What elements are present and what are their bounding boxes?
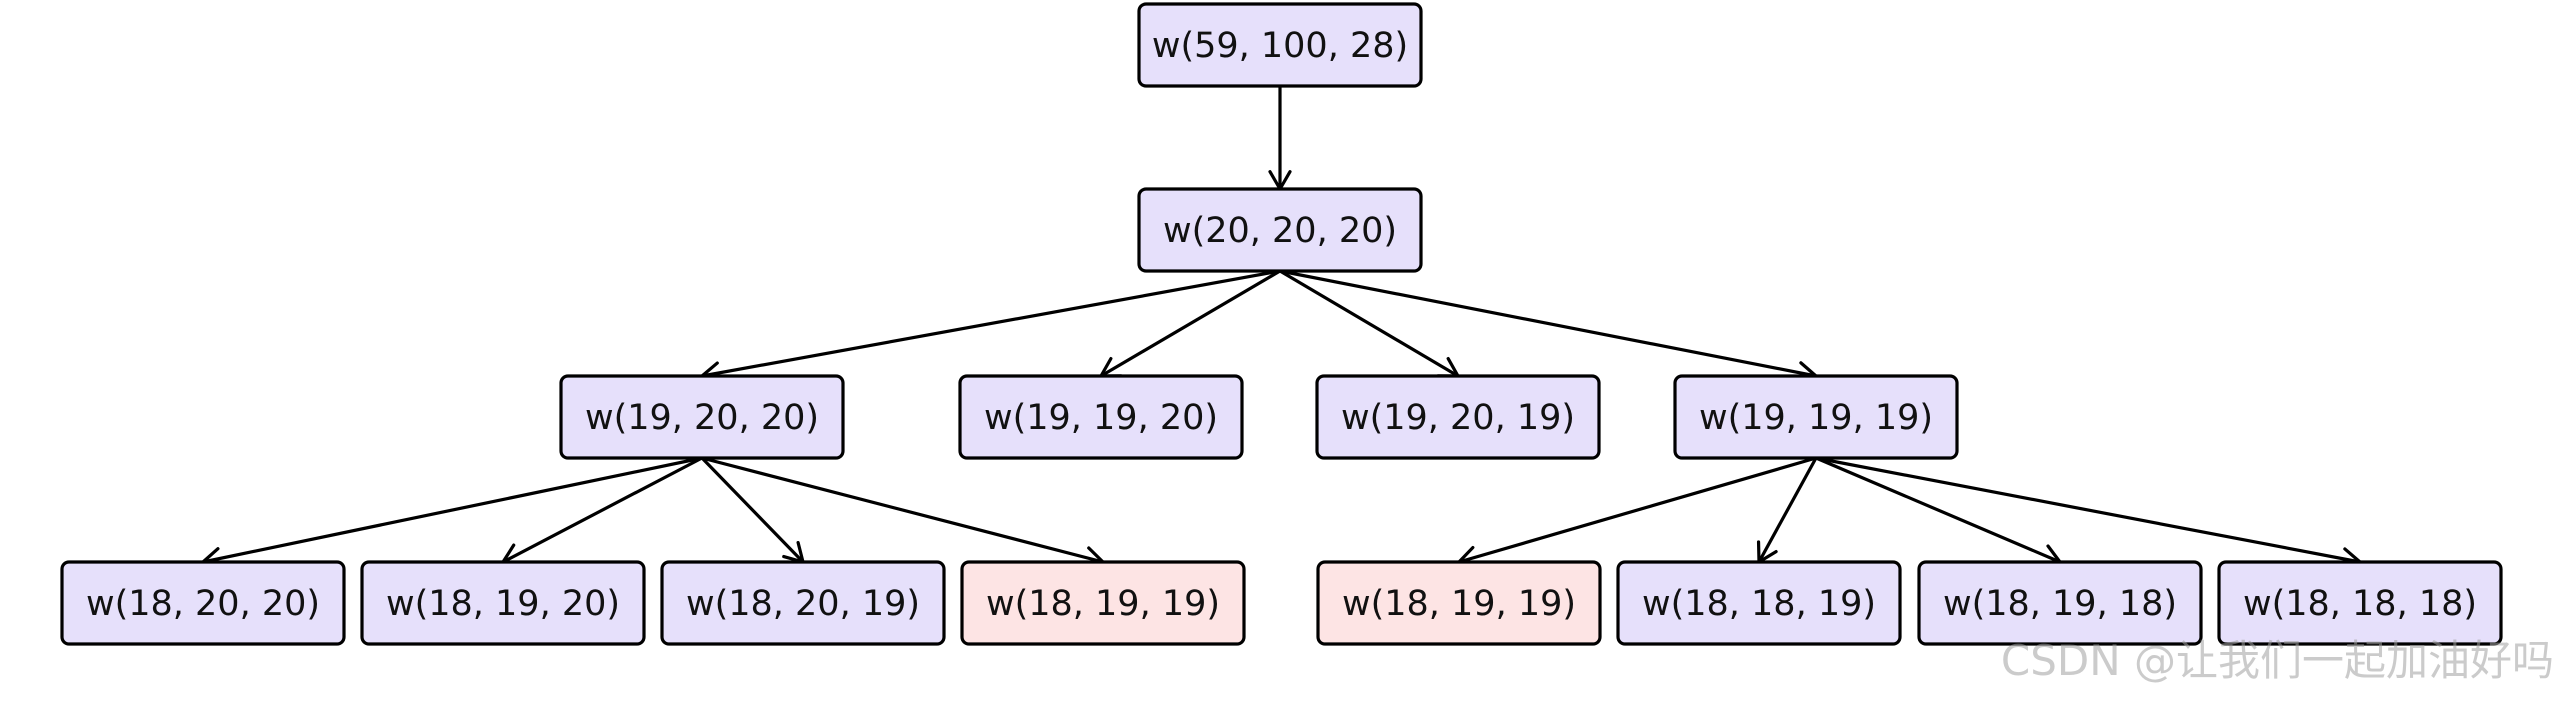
edge-root-n1 — [1268, 86, 1292, 191]
node-box — [1137, 187, 1423, 273]
tree-node-root: w(59, 100, 28) — [1137, 2, 1423, 88]
edge-line — [1815, 456, 2361, 564]
edge-n2a-n3a — [201, 456, 703, 570]
edge-line — [701, 456, 1104, 564]
tree-node-n3f: w(18, 18, 19) — [1616, 560, 1902, 646]
node-box — [660, 560, 946, 646]
edge-line — [1815, 456, 2061, 564]
edge-line — [1279, 269, 1817, 378]
tree-node-n3a: w(18, 20, 20) — [60, 560, 346, 646]
node-label: w(18, 20, 19) — [686, 584, 920, 624]
csdn-watermark: CSDN @让我们一起加油好吗 — [2000, 636, 2554, 685]
node-label: w(19, 20, 19) — [1341, 398, 1575, 438]
tree-node-n3e: w(18, 19, 19) — [1316, 560, 1602, 646]
edge-n2d-n3e — [1457, 456, 1817, 569]
node-box — [958, 374, 1244, 460]
tree-node-n2c: w(19, 20, 19) — [1315, 374, 1601, 460]
node-box — [60, 560, 346, 646]
edge-line — [202, 456, 703, 564]
node-label: w(18, 19, 18) — [1943, 584, 2177, 624]
edge-n2a-n3d — [701, 456, 1105, 569]
tree-node-n2b: w(19, 19, 20) — [958, 374, 1244, 460]
edge-line — [1458, 456, 1817, 564]
tree-node-n3d: w(18, 19, 19) — [960, 560, 1246, 646]
node-label: w(18, 20, 20) — [86, 584, 320, 624]
tree-node-n3b: w(18, 19, 20) — [360, 560, 646, 646]
edge-line — [700, 456, 805, 564]
tree-node-n3c: w(18, 20, 19) — [660, 560, 946, 646]
node-box — [2217, 560, 2503, 646]
node-label: w(19, 19, 20) — [984, 398, 1218, 438]
tree-node-n3g: w(18, 19, 18) — [1917, 560, 2203, 646]
tree-node-n2d: w(19, 19, 19) — [1673, 374, 1959, 460]
edge-n2a-n3b — [501, 456, 703, 565]
node-box — [559, 374, 845, 460]
edge-n2a-n3c — [700, 456, 805, 564]
edge-line — [1100, 269, 1281, 378]
node-box — [1673, 374, 1959, 460]
edge-n1-n2c — [1279, 269, 1460, 378]
tree-node-n3h: w(18, 18, 18) — [2217, 560, 2503, 646]
node-label: w(20, 20, 20) — [1163, 211, 1397, 251]
node-box — [360, 560, 646, 646]
edge-n1-n2d — [1279, 269, 1818, 385]
node-box — [1616, 560, 1902, 646]
node-box — [1917, 560, 2203, 646]
nodes-layer: w(59, 100, 28) w(20, 20, 20) w(19, 20, 20)… — [60, 2, 2503, 646]
node-box — [1315, 374, 1601, 460]
edge-n1-n2a — [700, 269, 1281, 385]
node-label: w(59, 100, 28) — [1152, 26, 1408, 66]
tree-node-n2a: w(19, 20, 20) — [559, 374, 845, 460]
edge-line — [502, 456, 703, 564]
edge-line — [1757, 457, 1818, 563]
tree-node-n1: w(20, 20, 20) — [1137, 187, 1423, 273]
edges-layer — [201, 86, 2362, 571]
edge-n2d-n3g — [1815, 456, 2062, 567]
edge-line — [1279, 269, 1459, 378]
node-box — [1316, 560, 1602, 646]
edge-line — [701, 269, 1281, 378]
node-label: w(18, 19, 19) — [1342, 584, 1576, 624]
node-label: w(19, 20, 20) — [585, 398, 819, 438]
edge-n2d-n3h — [1815, 456, 2362, 571]
node-box — [1137, 2, 1423, 88]
node-box — [960, 560, 1246, 646]
node-label: w(18, 19, 19) — [986, 584, 1220, 624]
node-label: w(19, 19, 19) — [1699, 398, 1933, 438]
node-label: w(18, 18, 19) — [1642, 584, 1876, 624]
node-label: w(18, 18, 18) — [2243, 584, 2477, 624]
node-label: w(18, 19, 20) — [386, 584, 620, 624]
